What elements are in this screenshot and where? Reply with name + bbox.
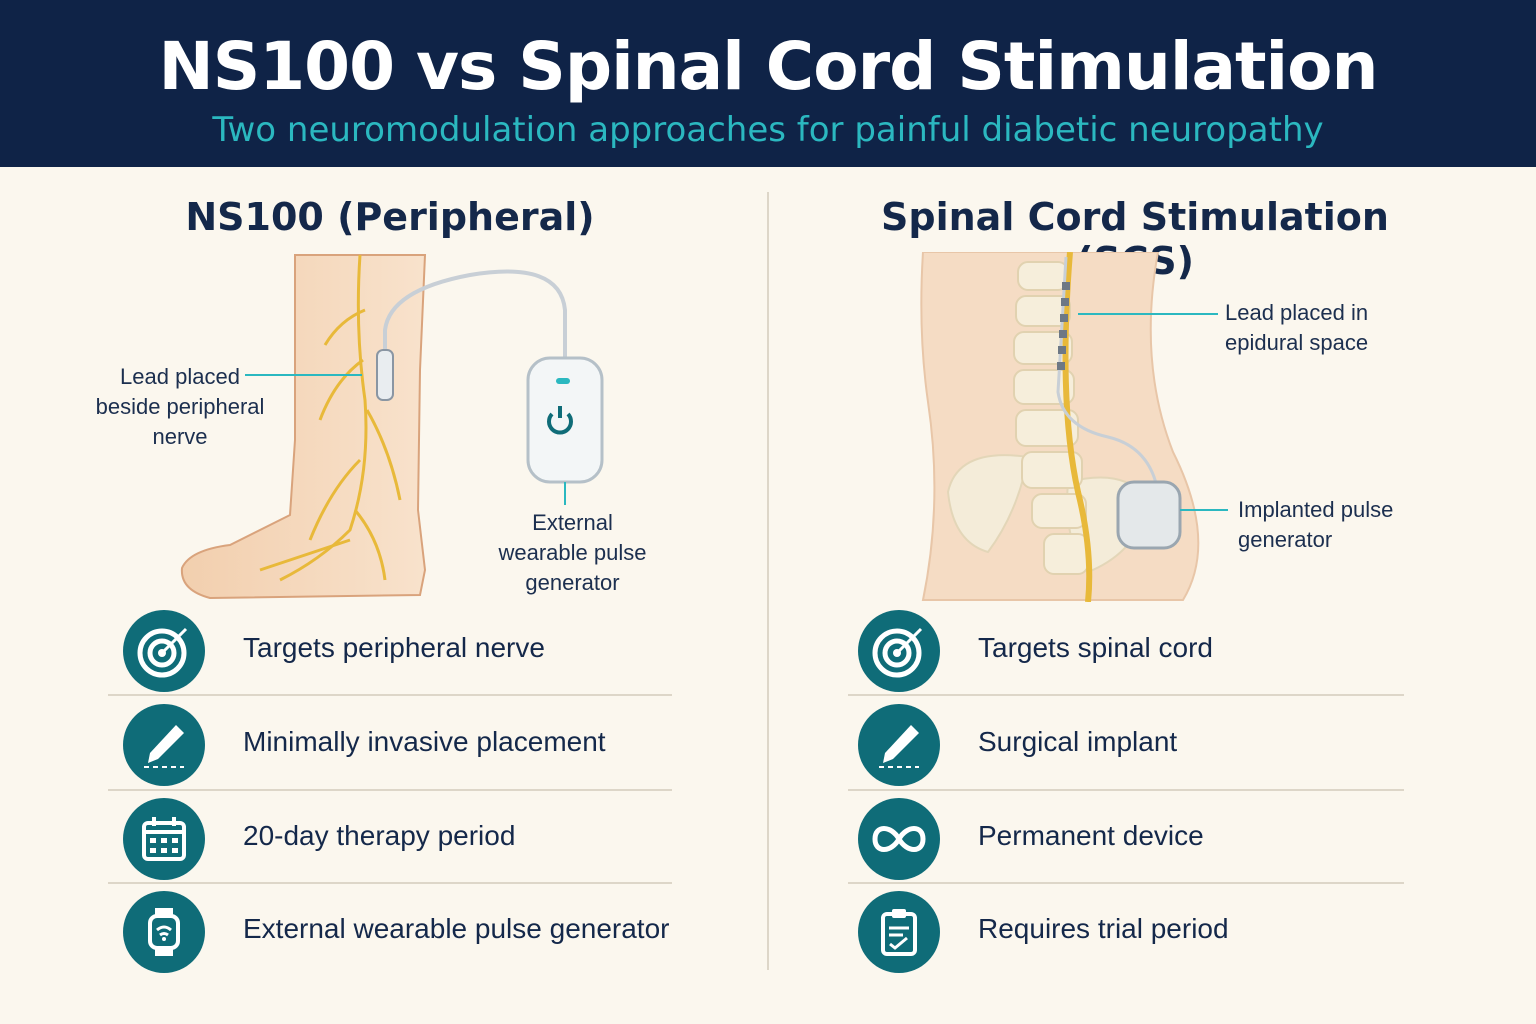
scs-lead-callout: Lead placed in epidural space <box>1225 300 1369 355</box>
target-icon <box>123 610 205 692</box>
ns100-column-title: NS100 (Peripheral) <box>185 195 595 239</box>
leg-shape <box>180 254 427 600</box>
row-divider <box>108 882 672 884</box>
scs-column-title: Spinal Cord Stimulation (SCS) <box>881 195 1389 283</box>
row-divider <box>848 882 1404 884</box>
calendar-icon <box>123 798 205 880</box>
implanted-generator-device <box>1116 480 1182 550</box>
external-generator-device <box>526 356 604 484</box>
page-title: NS100 vs Spinal Cord Stimulation <box>158 28 1378 105</box>
infinity-icon <box>858 798 940 880</box>
nerve-branches <box>259 254 402 582</box>
feature-label: External wearable pulse generator <box>243 913 670 944</box>
scalpel-icon <box>123 704 205 786</box>
feature-label: Requires trial period <box>978 913 1229 944</box>
feature-row: Permanent device <box>858 792 1418 884</box>
feature-label: Targets spinal cord <box>978 632 1214 663</box>
feature-label: Permanent device <box>978 820 1204 851</box>
clipboard-icon <box>858 891 940 973</box>
feature-label: Surgical implant <box>978 726 1178 757</box>
lead-wire <box>383 269 567 370</box>
scs-generator-callout: Implanted pulse generator <box>1238 497 1394 552</box>
leg-illustration <box>180 254 604 600</box>
generator-pointer <box>1180 509 1228 511</box>
lead-callout: Lead placed beside peripheral nerve <box>95 364 265 449</box>
feature-row: 20-day therapy period <box>123 792 673 884</box>
lead-contacts <box>1057 282 1070 370</box>
generator-callout: External wearable pulse generator <box>498 510 647 595</box>
row-divider <box>848 789 1404 791</box>
header-banner: NS100 vs Spinal Cord Stimulation Two neu… <box>0 0 1536 167</box>
column-divider <box>767 192 769 970</box>
spinal-cord <box>1062 252 1093 602</box>
power-icon <box>547 406 573 435</box>
scalpel-icon <box>858 704 940 786</box>
target-icon <box>858 610 940 692</box>
wearable-icon <box>123 891 205 973</box>
feature-row: Targets spinal cord <box>858 604 1418 696</box>
feature-label: Minimally invasive placement <box>243 726 606 757</box>
feature-row: External wearable pulse generator <box>123 885 673 977</box>
feature-row: Minimally invasive placement <box>123 698 673 790</box>
feature-row: Surgical implant <box>858 698 1418 790</box>
row-divider <box>108 694 672 696</box>
page-subtitle: Two neuromodulation approaches for painf… <box>212 110 1324 150</box>
feature-row: Requires trial period <box>858 885 1418 977</box>
row-divider <box>848 694 1404 696</box>
spine-illustration <box>920 252 1218 602</box>
feature-label: 20-day therapy period <box>243 820 516 851</box>
lead-electrode <box>376 349 394 401</box>
row-divider <box>108 789 672 791</box>
feature-row: Targets peripheral nerve <box>123 604 673 696</box>
scs-lead-wire <box>1056 256 1160 493</box>
feature-label: Targets peripheral nerve <box>243 632 545 663</box>
